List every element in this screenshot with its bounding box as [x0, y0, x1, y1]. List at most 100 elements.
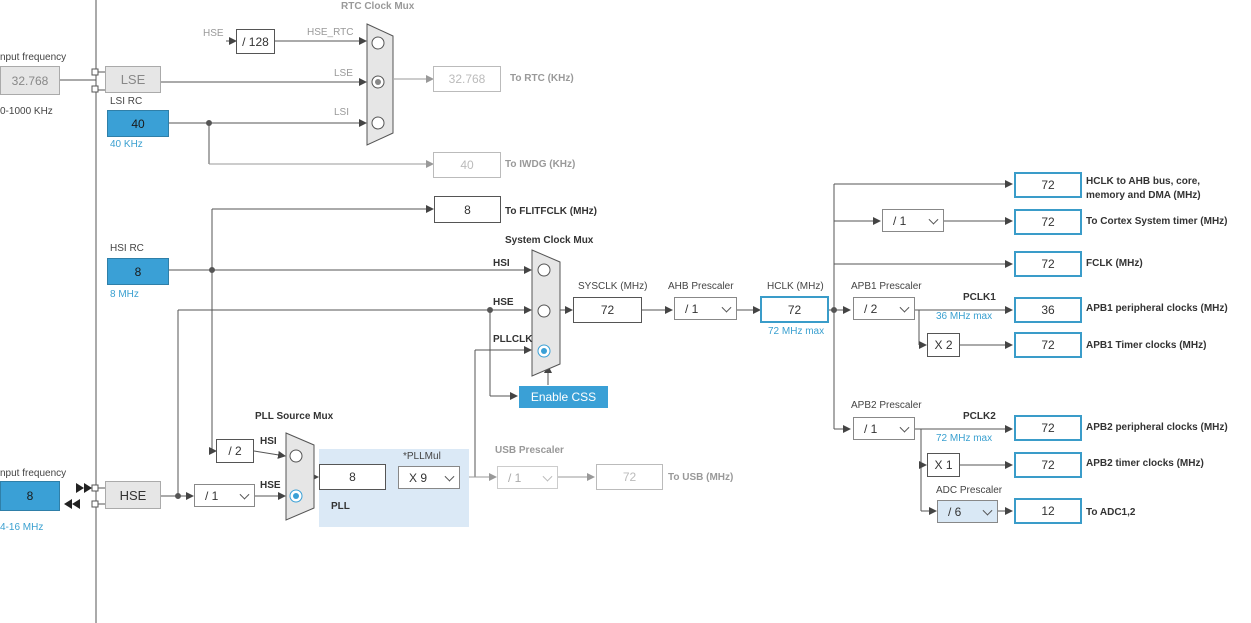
hsi-rc-value[interactable]: 8	[107, 258, 169, 285]
iwdg-output-label: To IWDG (KHz)	[505, 159, 576, 170]
usb-prescaler-value: / 1	[508, 470, 522, 485]
hsi-frequency-label: 8 MHz	[110, 289, 139, 300]
hse-div128-box: / 128	[236, 29, 275, 54]
chevron-down-icon	[928, 214, 939, 225]
sysmux-pllclk-label: PLLCLK	[493, 334, 533, 345]
lse-input-frequency-label: nput frequency	[0, 52, 67, 63]
pll-source-mux-title: PLL Source Mux	[255, 411, 334, 422]
hse-block[interactable]: HSE	[105, 481, 161, 509]
ahb-bus-clock-label-line2: memory and DMA (MHz)	[1086, 190, 1201, 201]
enable-css-button[interactable]: Enable CSS	[519, 386, 608, 408]
cortex-timer-divider-select[interactable]: / 1	[882, 209, 944, 232]
hse-input-frequency-label: nput frequency	[0, 468, 67, 479]
apb1-peripheral-clock-value[interactable]: 36	[1014, 297, 1082, 323]
rtc-output-value: 32.768	[433, 66, 501, 92]
sysmux-hse-label: HSE	[493, 297, 514, 308]
rtc-output-label: To RTC (KHz)	[510, 73, 574, 84]
iwdg-output-value: 40	[433, 152, 501, 178]
adc-prescaler-select[interactable]: / 6	[937, 500, 998, 523]
lse-range-label: 0-1000 KHz	[0, 106, 53, 117]
chevron-down-icon	[982, 505, 993, 516]
pll-mul-label: *PLLMul	[403, 451, 441, 462]
chevron-down-icon	[542, 471, 553, 482]
hse-input-frequency-field[interactable]: 8	[0, 481, 60, 511]
pll-label: PLL	[331, 501, 350, 512]
pclk1-label: PCLK1	[963, 292, 996, 303]
ahb-bus-clock-label-line1: HCLK to AHB bus, core,	[1086, 176, 1201, 187]
chevron-down-icon	[444, 471, 455, 482]
usb-output-value: 72	[596, 464, 663, 490]
apb1-prescaler-label: APB1 Prescaler	[851, 281, 922, 292]
pll-mul-value: X 9	[409, 470, 428, 485]
rtc-hse-label: HSE	[203, 28, 224, 39]
pll-source-mux[interactable]	[285, 432, 315, 521]
apb2-peripheral-clock-label: APB2 peripheral clocks (MHz)	[1086, 422, 1228, 433]
apb2-max-label: 72 MHz max	[936, 433, 993, 444]
cortex-timer-divider-value: / 1	[893, 213, 907, 228]
sysclk-value: 72	[573, 297, 642, 323]
pll-mux-hse-label: HSE	[260, 480, 281, 491]
fclk-value[interactable]: 72	[1014, 251, 1082, 277]
adc-output-value[interactable]: 12	[1014, 498, 1082, 524]
apb2-prescaler-label: APB2 Prescaler	[851, 400, 922, 411]
cortex-timer-label: To Cortex System timer (MHz)	[1086, 216, 1228, 227]
hsi-rc-label: HSI RC	[110, 243, 144, 254]
rtc-lsi-line-label: LSI	[334, 107, 350, 118]
lsi-rc-value[interactable]: 40	[107, 110, 169, 137]
ahb-prescaler-label: AHB Prescaler	[668, 281, 734, 292]
adc-prescaler-label: ADC Prescaler	[936, 485, 1003, 496]
apb1-timer-clock-label: APB1 Timer clocks (MHz)	[1086, 340, 1207, 351]
pll-input-value: 8	[319, 464, 386, 490]
adc-output-label: To ADC1,2	[1086, 507, 1136, 518]
fclk-label: FCLK (MHz)	[1086, 258, 1143, 269]
apb2-timer-multiplier: X 1	[927, 453, 960, 477]
apb2-timer-clock-value[interactable]: 72	[1014, 452, 1082, 478]
flitfclk-label: To FLITFCLK (MHz)	[505, 206, 598, 217]
hclk-value-field[interactable]: 72	[760, 296, 829, 323]
apb2-prescaler-select[interactable]: / 1	[853, 417, 915, 440]
apb1-max-label: 36 MHz max	[936, 311, 993, 322]
apb1-prescaler-select[interactable]: / 2	[853, 297, 915, 320]
hse-prediv-select[interactable]: / 1	[194, 484, 255, 507]
usb-prescaler-label: USB Prescaler	[495, 445, 564, 456]
chevron-down-icon	[899, 302, 910, 313]
chevron-down-icon	[239, 489, 250, 500]
hclk-max-label: 72 MHz max	[768, 326, 825, 337]
pll-mul-select[interactable]: X 9	[398, 466, 460, 489]
usb-prescaler-select[interactable]: / 1	[497, 466, 558, 489]
sysmux-hsi-label: HSI	[493, 258, 510, 269]
flitfclk-value: 8	[434, 196, 501, 223]
pll-mux-hsi-label: HSI	[260, 436, 277, 447]
hse-rtc-label: HSE_RTC	[307, 27, 354, 38]
lse-block[interactable]: LSE	[105, 66, 161, 93]
cortex-timer-value[interactable]: 72	[1014, 209, 1082, 235]
rtc-lse-line-label: LSE	[334, 68, 353, 79]
ahb-bus-clock-value[interactable]: 72	[1014, 172, 1082, 198]
lse-input-frequency-field[interactable]: 32.768	[0, 66, 60, 95]
chevron-down-icon	[899, 422, 910, 433]
apb1-timer-clock-value[interactable]: 72	[1014, 332, 1082, 358]
chevron-down-icon	[721, 302, 732, 313]
sysclk-label: SYSCLK (MHz)	[578, 281, 648, 292]
usb-output-label: To USB (MHz)	[668, 472, 734, 483]
ahb-prescaler-value: / 1	[685, 301, 699, 316]
apb1-prescaler-value: / 2	[864, 301, 878, 316]
hsi-div2-box: / 2	[216, 439, 254, 463]
adc-prescaler-value: / 6	[948, 504, 962, 519]
hse-prediv-value: / 1	[205, 488, 219, 503]
apb2-peripheral-clock-value[interactable]: 72	[1014, 415, 1082, 441]
rtc-clock-mux[interactable]	[366, 23, 394, 146]
hclk-label: HCLK (MHz)	[767, 281, 824, 292]
rtc-mux-title: RTC Clock Mux	[341, 1, 415, 12]
lsi-frequency-label: 40 KHz	[110, 139, 143, 150]
apb1-peripheral-clock-label: APB1 peripheral clocks (MHz)	[1086, 303, 1228, 314]
pclk2-label: PCLK2	[963, 411, 996, 422]
system-clock-mux-title: System Clock Mux	[505, 235, 594, 246]
lsi-rc-label: LSI RC	[110, 96, 143, 107]
hse-range-label: 4-16 MHz	[0, 522, 44, 533]
apb2-timer-clock-label: APB2 timer clocks (MHz)	[1086, 458, 1204, 469]
system-clock-mux[interactable]	[531, 249, 561, 377]
apb2-prescaler-value: / 1	[864, 421, 878, 436]
ahb-prescaler-select[interactable]: / 1	[674, 297, 737, 320]
